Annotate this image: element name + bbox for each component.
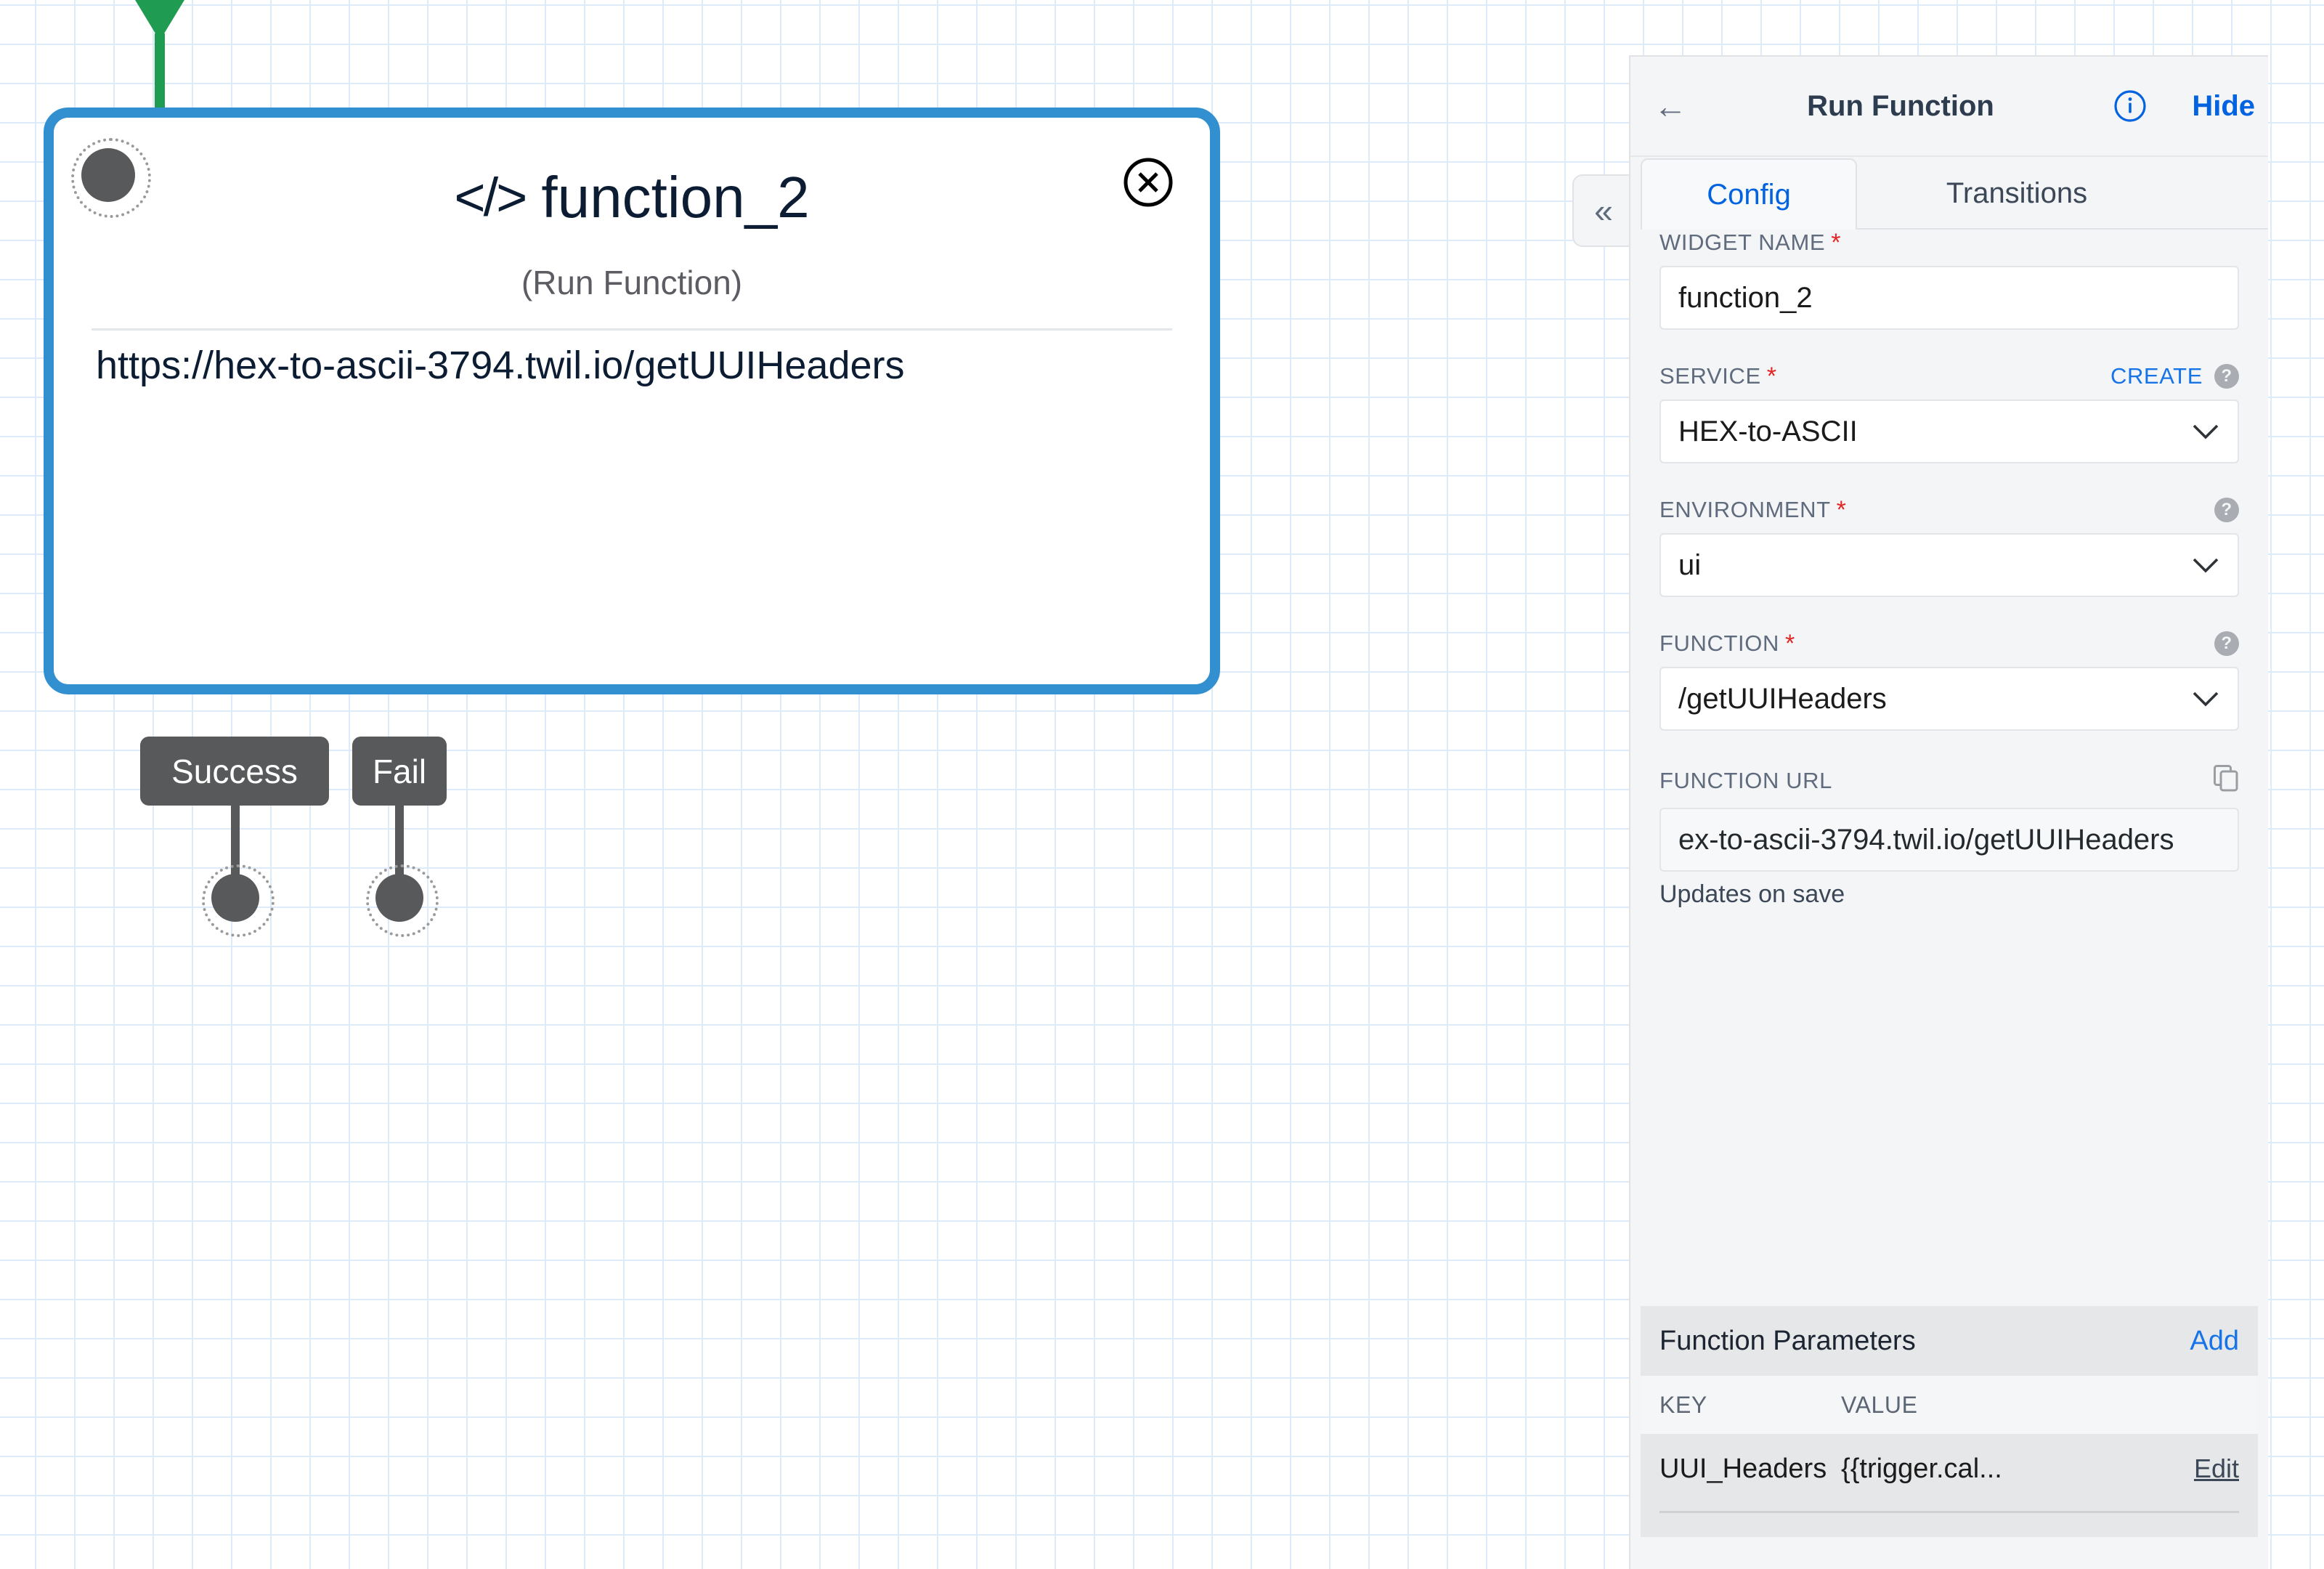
node-subtitle: (Run Function) <box>521 264 743 301</box>
back-arrow-icon[interactable]: ← <box>1654 87 1687 125</box>
question-mark-icon[interactable]: ? <box>2214 498 2239 522</box>
panel-header: ← Run Function Hide <box>1630 57 2268 157</box>
required-asterisk: * <box>1784 630 1795 657</box>
output-connector-success[interactable] <box>202 864 275 937</box>
field-service: SERVICE * CREATE ? HEX-to-ASCII <box>1630 363 2268 463</box>
parameter-value: {{trigger.cal... <box>1841 1453 2002 1484</box>
label-text: FUNCTION <box>1659 631 1779 656</box>
label-text: FUNCTION URL <box>1659 768 1832 793</box>
node-title: function_2 <box>541 165 810 230</box>
output-connector-fail[interactable] <box>366 864 439 937</box>
label-text: WIDGET NAME <box>1659 230 1826 255</box>
label-environment: ENVIRONMENT * ? <box>1659 497 2239 523</box>
function-parameters-header: Function Parameters Add <box>1641 1306 2258 1376</box>
transition-pill-fail[interactable]: Fail <box>352 737 447 806</box>
field-environment: ENVIRONMENT * ? ui <box>1630 497 2268 597</box>
chevron-down-icon <box>2193 424 2219 439</box>
service-select-value: HEX-to-ASCII <box>1678 415 1858 447</box>
parameters-divider <box>1659 1511 2239 1513</box>
config-form: WIDGET NAME * function_2 SERVICE * CREAT… <box>1630 230 2268 909</box>
function-url-hint: Updates on save <box>1659 880 1845 908</box>
question-mark-icon[interactable]: ? <box>2214 631 2239 656</box>
node-input-connector-dot[interactable] <box>71 138 151 218</box>
widget-name-input[interactable]: function_2 <box>1659 266 2239 330</box>
close-circle-icon[interactable] <box>1123 157 1174 208</box>
function-parameters-card: Function Parameters Add KEY VALUE UUI_He… <box>1641 1306 2258 1537</box>
label-text: SERVICE <box>1659 363 1761 389</box>
hide-panel-link[interactable]: Hide <box>2192 89 2255 122</box>
parameters-table-header: KEY VALUE <box>1641 1376 2258 1434</box>
environment-select[interactable]: ui <box>1659 533 2239 597</box>
tab-config[interactable]: Config <box>1641 158 1857 230</box>
add-parameter-link[interactable]: Add <box>2190 1325 2239 1356</box>
node-divider <box>92 328 1172 331</box>
field-function: FUNCTION * ? /getUUIHeaders <box>1630 631 2268 731</box>
info-circle-icon[interactable] <box>2101 89 2159 123</box>
copy-icon[interactable] <box>2213 764 2239 798</box>
label-function: FUNCTION * ? <box>1659 631 2239 657</box>
panel-tabs: Config Transitions <box>1630 158 2268 230</box>
code-brackets-icon: </> <box>454 167 527 227</box>
field-widget-name: WIDGET NAME * function_2 <box>1630 230 2268 330</box>
column-header-value: VALUE <box>1841 1391 1918 1418</box>
transition-pill-success[interactable]: Success <box>140 737 329 806</box>
question-mark-icon[interactable]: ? <box>2214 364 2239 389</box>
node-body[interactable]: </> function_2 (Run Function) https://he… <box>54 118 1210 684</box>
table-row: UUI_Headers {{trigger.cal... Edit <box>1641 1434 2258 1504</box>
create-service-link[interactable]: CREATE <box>2110 363 2203 389</box>
function-url-input[interactable]: ex-to-ascii-3794.twil.io/getUUIHeaders <box>1659 808 2239 872</box>
transition-stem-success <box>231 801 240 883</box>
function-select[interactable]: /getUUIHeaders <box>1659 667 2239 731</box>
label-service: SERVICE * CREATE ? <box>1659 363 2239 389</box>
parameter-key: UUI_Headers <box>1659 1453 1827 1484</box>
chevron-double-left-icon: « <box>1594 192 1613 230</box>
service-select[interactable]: HEX-to-ASCII <box>1659 400 2239 463</box>
node-title-row: </> function_2 <box>54 154 1210 241</box>
run-function-node[interactable]: </> function_2 (Run Function) https://he… <box>44 108 1220 937</box>
environment-select-value: ui <box>1678 548 1702 581</box>
transition-stem-fail <box>395 801 404 883</box>
function-select-value: /getUUIHeaders <box>1678 682 1887 715</box>
function-parameters-title: Function Parameters <box>1659 1325 1916 1356</box>
tab-transitions[interactable]: Transitions <box>1857 158 2177 230</box>
label-function-url: FUNCTION URL <box>1659 764 2239 798</box>
label-text: ENVIRONMENT <box>1659 497 1831 522</box>
panel-title: Run Function <box>1807 89 1994 122</box>
required-asterisk: * <box>1831 229 1842 256</box>
chevron-down-icon <box>2193 558 2219 573</box>
required-asterisk: * <box>1836 496 1847 524</box>
column-header-key: KEY <box>1659 1391 1707 1418</box>
label-widget-name: WIDGET NAME * <box>1659 230 2239 256</box>
panel-collapse-button[interactable]: « <box>1572 174 1632 247</box>
node-url-text: https://hex-to-ascii-3794.twil.io/getUUI… <box>96 344 905 387</box>
field-function-url: FUNCTION URL ex-to-ascii-3794.twil.io/ge… <box>1630 764 2268 909</box>
edit-parameter-link[interactable]: Edit <box>2193 1453 2239 1483</box>
chevron-down-icon <box>2193 692 2219 707</box>
required-asterisk: * <box>1766 362 1777 390</box>
widget-config-panel: ← Run Function Hide Config Transitions W… <box>1629 55 2268 1569</box>
